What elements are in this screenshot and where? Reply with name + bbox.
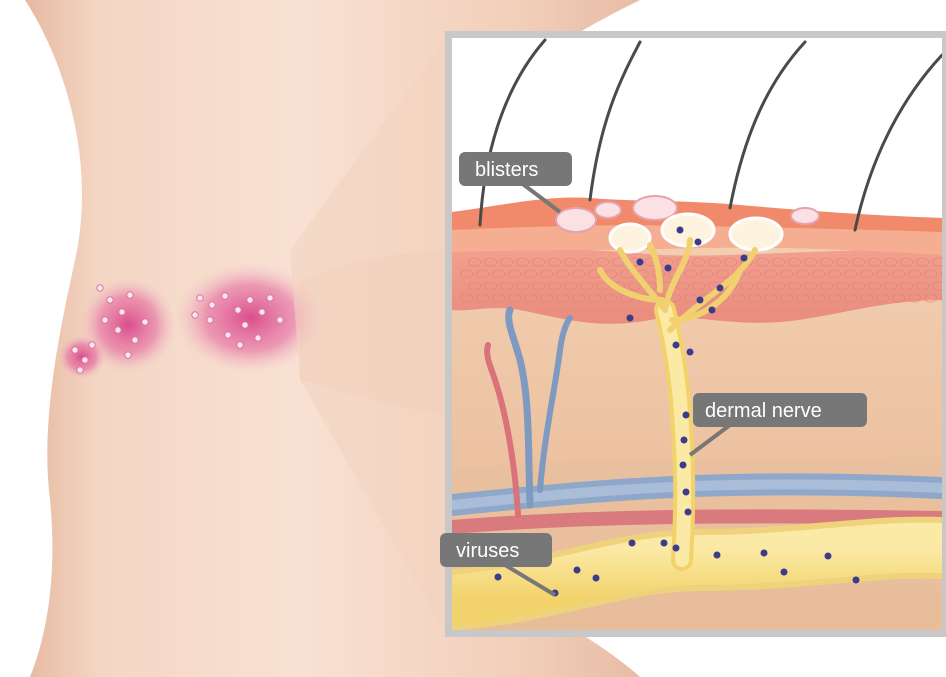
rash-vesicle <box>82 357 88 363</box>
svg-text:blisters: blisters <box>475 159 538 181</box>
rash-vesicle <box>77 367 83 373</box>
virus-particle <box>853 577 860 584</box>
virus-particle <box>687 349 694 356</box>
rash-vesicle <box>259 309 265 315</box>
virus-particle <box>685 509 692 516</box>
virus-particle <box>593 575 600 582</box>
rash-vesicle <box>225 332 231 338</box>
virus-particle <box>781 569 788 576</box>
virus-particle <box>495 574 502 581</box>
rash-vesicle <box>97 285 103 291</box>
rash-vesicle <box>115 327 121 333</box>
virus-particle <box>741 255 748 262</box>
rash-vesicle <box>102 317 108 323</box>
rash-vesicle <box>142 319 148 325</box>
rash-vesicle <box>107 297 113 303</box>
rash-vesicle <box>267 295 273 301</box>
rash-vesicle <box>207 317 213 323</box>
virus-particle <box>683 412 690 419</box>
rash-vesicle <box>197 295 203 301</box>
virus-particle <box>673 545 680 552</box>
rash-vesicle <box>255 335 261 341</box>
rash-vesicle <box>237 342 243 348</box>
virus-particle <box>714 552 721 559</box>
rash-vesicle <box>119 309 125 315</box>
rash-vesicle <box>72 347 78 353</box>
virus-particle <box>761 550 768 557</box>
virus-particle <box>673 342 680 349</box>
skin-cross-section-inset: blisters dermal nerve viruses <box>440 31 946 637</box>
virus-particle <box>683 489 690 496</box>
virus-particle <box>574 567 581 574</box>
rash-vesicle <box>235 307 241 313</box>
virus-particle <box>637 259 644 266</box>
rash-vesicle <box>242 322 248 328</box>
virus-particle <box>697 297 704 304</box>
virus-particle <box>629 540 636 547</box>
virus-particle <box>695 239 702 246</box>
virus-particle <box>677 227 684 234</box>
rash-vesicle <box>89 342 95 348</box>
rash-vesicle <box>247 297 253 303</box>
rash-vesicle <box>222 293 228 299</box>
virus-particle <box>717 285 724 292</box>
rash-vesicle <box>125 352 131 358</box>
virus-particle <box>709 307 716 314</box>
virus-particle <box>681 437 688 444</box>
rash-vesicle <box>132 337 138 343</box>
virus-particle <box>665 265 672 272</box>
rash-vesicle <box>277 317 283 323</box>
virus-particle <box>680 462 687 469</box>
virus-particle <box>825 553 832 560</box>
virus-particle <box>627 315 634 322</box>
virus-particle <box>661 540 668 547</box>
rash-vesicle <box>192 312 198 318</box>
svg-text:dermal nerve: dermal nerve <box>705 400 822 422</box>
rash-vesicle <box>127 292 133 298</box>
svg-text:viruses: viruses <box>456 540 519 562</box>
rash-vesicle <box>209 302 215 308</box>
